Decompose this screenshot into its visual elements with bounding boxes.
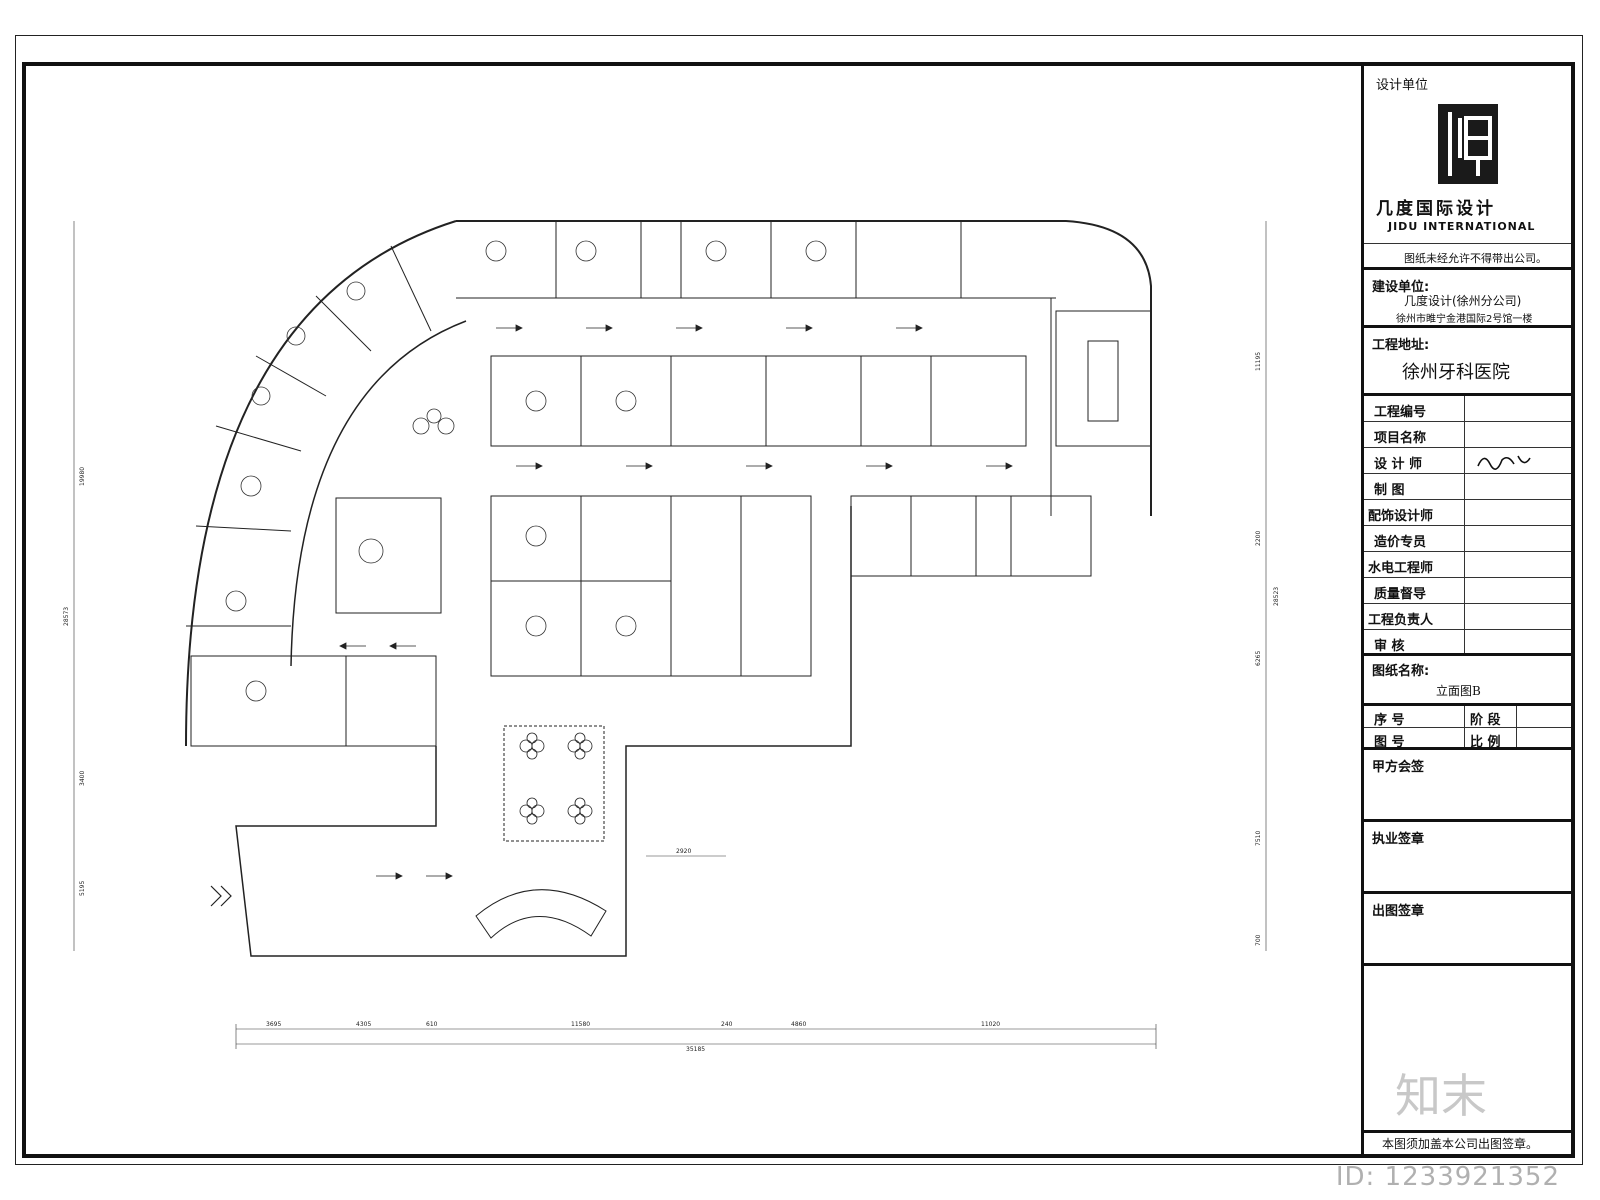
- lobby-wall: [235, 506, 852, 957]
- client-label: 建设单位:: [1372, 280, 1430, 295]
- field-label: 工程负责人: [1368, 613, 1434, 628]
- reception-desk: [475, 889, 607, 939]
- site-name: 徐州牙科医院: [1402, 362, 1510, 383]
- field-row: 设 计 师: [1364, 448, 1571, 474]
- top-room-dividers: [555, 221, 962, 298]
- dental-chairs: [225, 240, 827, 702]
- dim-left-total: 28573: [63, 607, 70, 626]
- design-unit-label: 设计单位: [1376, 78, 1429, 93]
- floor-plan: 3695 4305 610 11580 240 4860 11020 35185…: [63, 220, 1280, 1053]
- bottom-dimension-labels: 3695 4305 610 11580 240 4860 11020 35185: [266, 1021, 1000, 1053]
- notice-text: 图纸未经允许不得带出公司。: [1404, 252, 1547, 265]
- field-row: 项目名称: [1364, 422, 1571, 448]
- designer-signature-icon: [1477, 455, 1531, 470]
- field-label: 制 图: [1374, 483, 1405, 498]
- left-dimension-labels: 19980 3400 5195 28573: [63, 467, 86, 896]
- tb-site-row: 工程地址: 徐州牙科医院: [1364, 328, 1571, 396]
- title-block: 设计单位 几度国际设计 JIDU INTERNATIONAL 图纸未经允许不得带…: [1361, 66, 1571, 1154]
- waiting-chairs: [519, 732, 593, 825]
- dim-bottom-1: 4305: [356, 1021, 371, 1028]
- top-wall: [456, 220, 1152, 516]
- scale-label: 比 例: [1470, 735, 1501, 750]
- entrance-marker: [210, 885, 232, 907]
- field-row: 工程负责人: [1364, 604, 1571, 630]
- field-row: 配饰设计师: [1364, 500, 1571, 526]
- dim-right-4: 700: [1255, 934, 1262, 946]
- tb-issue-seal-row: 出图签章: [1364, 894, 1571, 966]
- inner-arc-wall: [290, 320, 467, 667]
- field-row: 水电工程师: [1364, 552, 1571, 578]
- field-label: 质量督导: [1374, 587, 1427, 602]
- field-row: 造价专员: [1364, 526, 1571, 552]
- tb-client-row: 建设单位: 几度设计(徐州分公司) 徐州市睢宁金港国际2号馆一楼: [1364, 270, 1571, 328]
- field-label: 设 计 师: [1374, 457, 1423, 472]
- middle-block-upper: [490, 355, 1027, 447]
- field-label: 工程编号: [1374, 405, 1427, 420]
- client-address: 徐州市睢宁金港国际2号馆一楼: [1396, 314, 1533, 325]
- right-dimension-labels: 11195 2200 6265 7510 700 28523: [1255, 352, 1280, 946]
- lower-left-room: [190, 655, 437, 747]
- site-label: 工程地址:: [1372, 338, 1430, 353]
- arc-room-dividers: [186, 245, 432, 627]
- company-name-en: JIDU INTERNATIONAL: [1388, 220, 1536, 233]
- company-logo-icon: [1438, 104, 1498, 184]
- company-name-cn: 几度国际设计: [1376, 199, 1496, 219]
- dim-left-2: 5195: [79, 881, 86, 896]
- dim-bottom-5: 4860: [791, 1021, 806, 1028]
- owner-sign-label: 甲方会签: [1372, 760, 1425, 775]
- island-room: [335, 497, 442, 614]
- license-seal-label: 执业签章: [1372, 832, 1425, 847]
- seq-label: 序 号: [1374, 713, 1405, 728]
- right-service-block: [850, 495, 1092, 577]
- waiting-area: [503, 725, 605, 842]
- drawing-name-label: 图纸名称:: [1372, 664, 1430, 679]
- field-label: 配饰设计师: [1368, 509, 1434, 524]
- stage-label: 阶 段: [1470, 713, 1501, 728]
- tb-company-row: 设计单位 几度国际设计 JIDU INTERNATIONAL: [1364, 66, 1571, 244]
- corridor-arrows: [339, 324, 1013, 880]
- dim-right-2: 6265: [1255, 651, 1262, 666]
- field-row: 工程编号: [1364, 396, 1571, 422]
- watermark-site-logo: 知末: [1395, 1069, 1487, 1123]
- sheet-inner-border: [22, 62, 1575, 1158]
- field-label: 项目名称: [1374, 431, 1427, 446]
- field-label: 水电工程师: [1368, 561, 1434, 576]
- dim-left-0: 19980: [79, 467, 86, 486]
- dim-bottom-4: 240: [721, 1021, 733, 1028]
- tb-seq-row: 序 号 阶 段: [1364, 706, 1571, 728]
- tb-drawing-no-row: 图 号 比 例: [1364, 728, 1571, 750]
- issue-seal-label: 出图签章: [1372, 904, 1425, 919]
- dim-right-1: 2200: [1255, 531, 1262, 546]
- footer-note: 本图须加盖本公司出图签章。: [1382, 1137, 1539, 1151]
- drawing-name: 立面图B: [1436, 684, 1481, 698]
- field-label: 造价专员: [1374, 535, 1427, 550]
- dim-right-3: 7510: [1255, 831, 1262, 846]
- client-name: 几度设计(徐州分公司): [1404, 294, 1522, 308]
- field-row: 制 图: [1364, 474, 1571, 500]
- dim-inner: 2920: [676, 848, 691, 855]
- watermark-id-text: ID: 1233921352: [1335, 1162, 1560, 1192]
- tb-owner-sign-row: 甲方会签: [1364, 750, 1571, 822]
- meeting-room: [1055, 310, 1152, 447]
- tb-footer-row: 本图须加盖本公司出图签章。: [1364, 1130, 1571, 1154]
- dim-right-total: 28523: [1273, 587, 1280, 606]
- dim-bottom-total: 35185: [686, 1046, 705, 1053]
- field-label: 审 核: [1374, 639, 1405, 654]
- outer-arc-wall: [185, 220, 457, 747]
- drawing-no-label: 图 号: [1374, 735, 1405, 750]
- field-row: 审 核: [1364, 630, 1571, 656]
- dim-bottom-6: 11020: [981, 1021, 1000, 1028]
- tb-notice-row: 图纸未经允许不得带出公司。: [1364, 244, 1571, 270]
- dim-bottom-3: 11580: [571, 1021, 590, 1028]
- middle-block-lower: [490, 495, 812, 677]
- dimension-lines: [73, 221, 1267, 1049]
- dim-bottom-2: 610: [426, 1021, 438, 1028]
- field-row: 质量督导: [1364, 578, 1571, 604]
- tb-drawing-name-row: 图纸名称: 立面图B: [1364, 656, 1571, 706]
- dim-right-0: 11195: [1255, 352, 1262, 371]
- dim-left-1: 3400: [79, 771, 86, 786]
- dim-bottom-0: 3695: [266, 1021, 281, 1028]
- sheet-outer-border: [15, 35, 1583, 1165]
- tb-license-seal-row: 执业签章: [1364, 822, 1571, 894]
